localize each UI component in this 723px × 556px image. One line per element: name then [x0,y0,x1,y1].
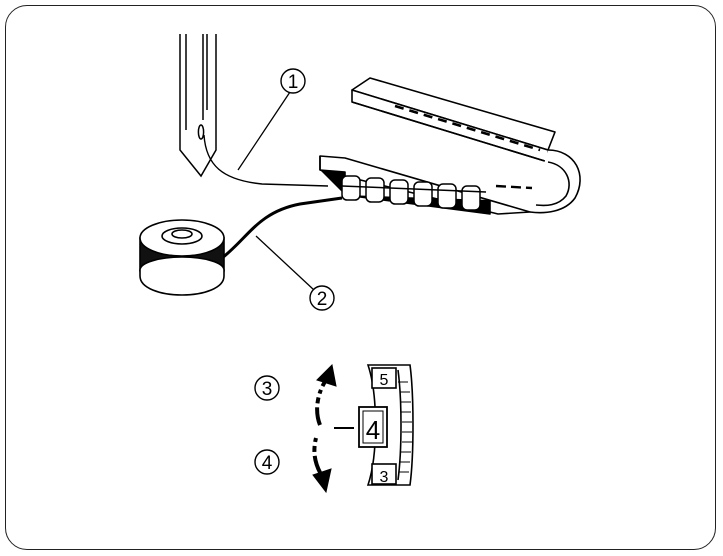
leader-2 [255,235,315,291]
callout-4: 4 [254,449,280,475]
callout-2: 2 [309,285,335,311]
callout-2-label: 2 [317,289,328,310]
dial-lower-value: 3 [380,469,389,486]
bobbin-thread [221,196,343,260]
leader-1 [237,91,291,171]
illustration-frame [5,5,716,550]
callout-1: 1 [280,68,306,94]
callout-1-label: 1 [288,72,299,93]
callout-3: 3 [254,375,280,401]
stitch-knots [341,175,487,211]
arrow-up-icon [315,363,337,426]
callout-4-label: 4 [262,453,273,474]
arrow-down-icon [312,437,332,494]
upper-thread [203,134,329,187]
bobbin-icon [139,219,225,296]
callout-3-label: 3 [262,379,273,400]
tension-dial[interactable] [334,364,414,486]
dial-upper-value: 5 [380,372,389,389]
dial-current-value: 4 [366,415,380,445]
needle-icon [179,34,217,178]
